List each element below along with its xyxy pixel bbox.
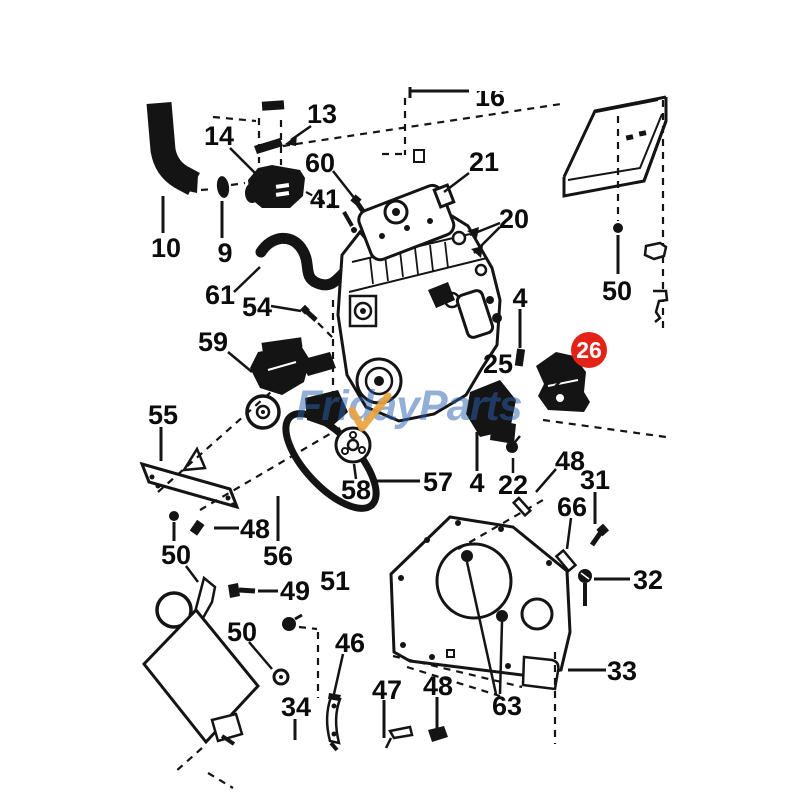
pin-41 [342,211,357,233]
part-label-48-a: 48 [555,446,585,476]
part-label-57: 57 [423,467,453,497]
part-label-55: 55 [148,400,178,430]
shim-47 [382,700,414,749]
part-label-48-c: 48 [423,671,453,701]
scan-crop-mask [472,70,512,91]
seal-9 [200,176,246,238]
part-label-22: 22 [498,470,528,500]
clamp-piece [643,241,669,323]
part-label-20: 20 [499,204,529,234]
plug-50-left [169,511,199,583]
part-label-50-right: 50 [602,276,632,306]
manifold-callout-20 [467,221,501,258]
engine-block-21 [305,214,516,437]
badge-number: 26 [576,337,602,363]
part-label-25: 25 [483,349,513,379]
flywheel-plate-33 [389,499,606,744]
thermostat-13 [212,100,312,165]
part-label-56: 56 [263,541,293,571]
part-label-48-b: 48 [240,514,270,544]
part-label-50-left: 50 [161,540,191,570]
part-label-66: 66 [557,492,587,522]
part-label-21: 21 [469,147,499,177]
mount-bracket-25-26 [490,352,667,444]
part-label-46: 46 [335,628,365,658]
support-cluster [142,575,260,789]
part-label-63: 63 [492,691,522,721]
part-label-61: 61 [205,280,235,310]
part-label-54: 54 [242,292,272,322]
part-label-33: 33 [607,656,637,686]
part-label-59: 59 [198,327,228,357]
part-label-51: 51 [320,566,350,596]
bolt-4-top [514,309,526,367]
ball-51 [282,613,320,698]
part-label-10: 10 [151,233,181,263]
bolt-49 [228,583,278,598]
ref-16-bracket [282,87,562,163]
part-label-47: 47 [372,675,402,705]
watermark-check-icon [348,392,392,432]
hose-10 [146,101,200,233]
bolt-48-bottom [428,697,448,742]
spacer-66 [554,517,578,573]
part-label-50-mid: 50 [227,617,257,647]
part-label-49: 49 [280,576,310,606]
water-pump-14 [229,147,337,209]
part-label-32: 32 [633,565,663,595]
part-label-34: 34 [281,692,311,722]
stud-48-mid [511,468,557,518]
ball-stud-22 [506,435,521,473]
bolt-48-left [189,496,280,541]
part-label-4-top: 4 [512,283,527,313]
grommet-50-mid [248,641,290,686]
watermark-text: FridayParts [296,382,522,430]
badge-circle[interactable] [571,332,607,368]
part-label-14: 14 [204,121,234,151]
part-label-13: 13 [307,99,337,129]
bolt-32 [578,569,630,606]
pulley-58 [334,426,372,480]
bolt-31 [589,492,610,547]
part-label-58: 58 [341,475,371,505]
part-label-60: 60 [305,148,335,178]
valve-cover-21 [357,172,470,262]
highlight-badge-26[interactable]: 26 [553,332,607,389]
part-label-9: 9 [217,238,232,268]
alternator-59 [227,337,336,430]
bolt-54 [270,300,335,402]
part-label-31: 31 [580,465,610,495]
bracket-55 [139,360,341,511]
strip-46 [325,653,345,752]
part-label-4-bottom: 4 [469,468,484,498]
part-label-41: 41 [310,184,340,214]
oil-pan-16 [562,95,668,330]
